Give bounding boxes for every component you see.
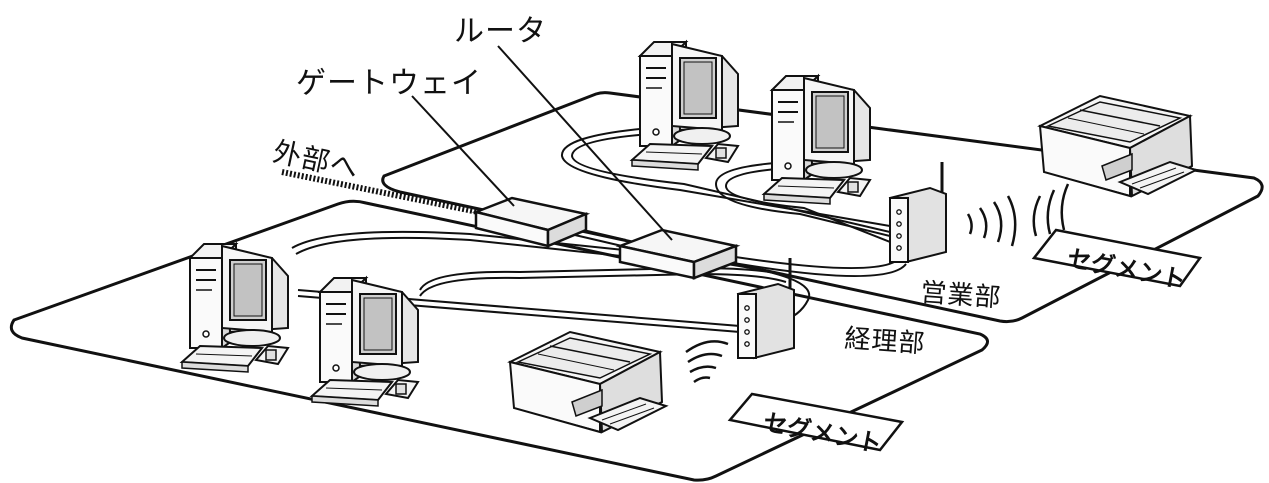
- gateway-label: ゲートウェイ: [296, 66, 482, 101]
- sales-dept-label: 営業部: [919, 277, 1003, 314]
- gateway-device: [471, 196, 591, 248]
- router-device: [615, 228, 741, 280]
- sales-pc-1: [631, 41, 739, 171]
- external-link-line: [281, 169, 479, 215]
- router-label: ルータ: [454, 14, 547, 49]
- sales-pc-2: [763, 75, 871, 205]
- gateway-pointer: [411, 95, 515, 207]
- router-pointer: [497, 45, 673, 241]
- accounting-pc-1: [181, 243, 289, 373]
- accounting-dept-label: 経理部: [843, 323, 927, 360]
- accounting-wireless-waves: [685, 340, 729, 384]
- sales-wireless-waves: [966, 183, 1070, 247]
- accounting-pc-2: [311, 277, 419, 407]
- sales-segment-area: [381, 91, 1264, 324]
